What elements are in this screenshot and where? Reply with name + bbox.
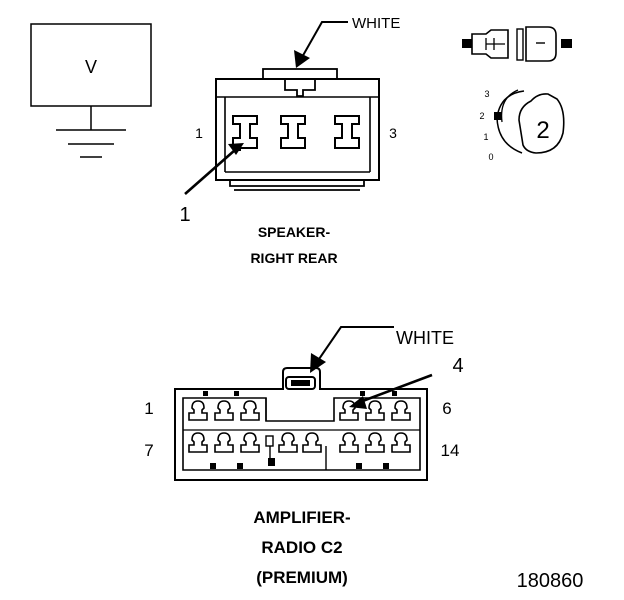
- voltmeter-label: V: [85, 57, 97, 77]
- lock-position-icon: 3 2 1 0 2: [479, 89, 565, 162]
- speaker-callout-number: 1: [179, 204, 190, 226]
- speaker-pin-left-label: 1: [195, 125, 203, 141]
- key-position-0: 0: [488, 152, 493, 162]
- key-position-2: 2: [479, 111, 484, 121]
- amp-cavity-7: [188, 432, 208, 453]
- speaker-cavity-2: [280, 115, 306, 149]
- amplifier-caption-line3: (PREMIUM): [256, 568, 348, 587]
- amp-cavity-3: [240, 400, 260, 421]
- key-callout-number: 2: [536, 117, 549, 144]
- amp-cavity-11: [302, 432, 322, 453]
- amp-cavity-10: [278, 432, 298, 453]
- voltmeter-symbol: V: [30, 23, 152, 158]
- speaker-caption-line1: SPEAKER-: [258, 224, 331, 240]
- amp-pin-top-right: 6: [442, 399, 451, 418]
- amplifier-caption-line1: AMPLIFIER-: [253, 508, 350, 527]
- amp-key-slot: [265, 435, 274, 447]
- callout-1-arrowhead-icon: [228, 143, 244, 155]
- amp-pin-bottom-right: 14: [441, 441, 460, 460]
- amp-cavity-1: [188, 400, 208, 421]
- amplifier-color-label: WHITE: [396, 328, 454, 348]
- speaker-terminal-callout: 1: [179, 143, 244, 226]
- speaker-caption-line2: RIGHT REAR: [250, 250, 337, 266]
- amplifier-terminal-callout: 4: [349, 355, 464, 409]
- speaker-arrowhead-icon: [294, 50, 310, 68]
- amplifier-color-callout: WHITE: [310, 326, 454, 373]
- terminal-pick-icon: [462, 26, 572, 62]
- speaker-latch: [262, 68, 338, 80]
- speaker-connector: 1 3: [195, 68, 397, 191]
- speaker-color-label: WHITE: [352, 15, 400, 32]
- amp-cavity-14: [391, 432, 411, 453]
- key-position-3: 3: [484, 89, 489, 99]
- callout-4-arrowhead-icon: [349, 396, 367, 409]
- ground-icon: [56, 129, 126, 158]
- figure-number: 180860: [517, 570, 584, 592]
- amp-cavity-8: [214, 432, 234, 453]
- amp-cavity-2: [214, 400, 234, 421]
- speaker-cavity-3: [334, 115, 360, 149]
- speaker-housing: [215, 78, 380, 181]
- speaker-color-callout: WHITE: [294, 15, 400, 68]
- amp-cavity-6: [391, 400, 411, 421]
- amplifier-callout-number: 4: [452, 355, 463, 377]
- amp-pin-top-left: 1: [144, 399, 153, 418]
- amp-cavity-5: [365, 400, 385, 421]
- amp-cavity-9: [240, 432, 260, 453]
- amp-pin-bottom-left: 7: [144, 441, 153, 460]
- key-position-1: 1: [483, 132, 488, 142]
- amp-cavity-12: [339, 432, 359, 453]
- speaker-pin-right-label: 3: [389, 125, 397, 141]
- amplifier-caption-line2: RADIO C2: [261, 538, 342, 557]
- amp-cavity-13: [365, 432, 385, 453]
- amp-arrowhead-icon: [310, 353, 326, 373]
- amplifier-connector: 1 6 7 14: [144, 367, 460, 481]
- speaker-cavity-1: [232, 115, 258, 149]
